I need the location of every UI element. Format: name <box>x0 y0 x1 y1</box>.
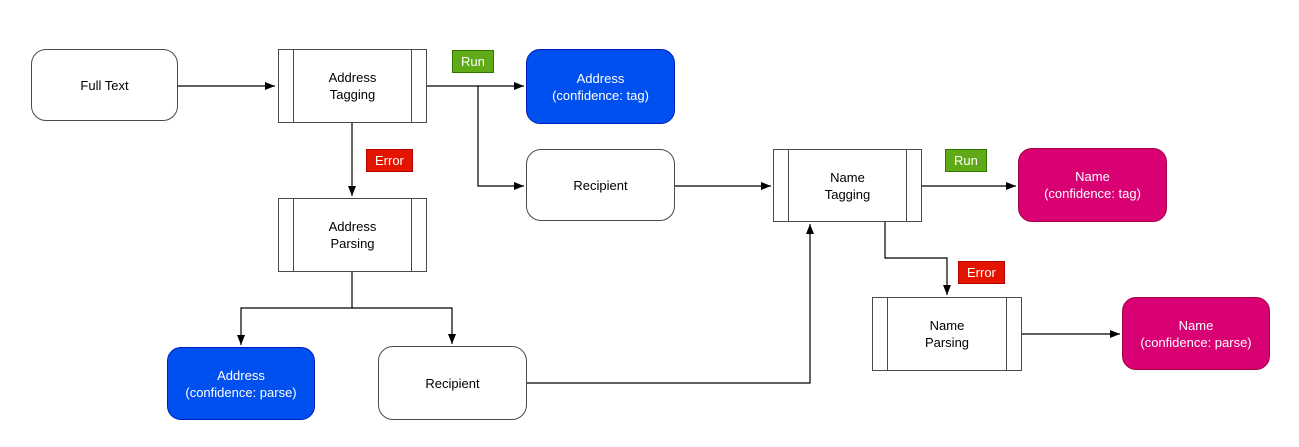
node-label: Tagging <box>824 186 871 202</box>
edge-label-text: Error <box>967 265 996 280</box>
subprocess-bar-right <box>1006 298 1007 370</box>
subprocess-bar-left <box>293 50 294 122</box>
edge-label-error-name: Error <box>958 261 1005 284</box>
node-address-parsing: Address Parsing <box>278 198 427 272</box>
edge-addressparsing-to-recipientbottom <box>352 307 456 344</box>
node-label: (confidence: parse) <box>185 384 297 400</box>
node-label: Address <box>328 70 377 85</box>
node-address-confidence-tag: Address (confidence: tag) <box>526 49 675 124</box>
node-label: Tagging <box>329 87 376 102</box>
node-name-confidence-parse: Name (confidence: parse) <box>1122 297 1270 370</box>
node-label: Name <box>929 318 965 333</box>
edge-label-error-address: Error <box>366 149 413 172</box>
subprocess-bar-right <box>906 150 907 221</box>
node-recipient-bottom: Recipient <box>378 346 527 420</box>
node-recipient-top: Recipient <box>526 149 675 221</box>
node-label: Recipient <box>573 177 628 193</box>
subprocess-bar-right <box>411 199 412 271</box>
node-name-parsing: Name Parsing <box>872 297 1022 371</box>
edge-label-run-address: Run <box>452 50 494 73</box>
node-label: Address <box>217 367 265 383</box>
node-label: Parsing <box>924 335 970 350</box>
node-address-confidence-parse: Address (confidence: parse) <box>167 347 315 420</box>
node-label: Name <box>1075 169 1110 184</box>
edge-label-run-name: Run <box>945 149 987 172</box>
edge-label-text: Run <box>954 153 978 168</box>
node-name-confidence-tag: Name (confidence: tag) <box>1018 148 1167 222</box>
node-label: Recipient <box>425 375 480 391</box>
node-full-text: Full Text <box>31 49 178 121</box>
edge-recipientbottom-to-nametagging <box>527 224 814 384</box>
node-label: Parsing <box>330 236 375 251</box>
node-label: Name <box>830 169 865 185</box>
node-address-tagging: Address Tagging <box>278 49 427 123</box>
edge-label-text: Run <box>461 54 485 69</box>
edge-addressparsing-to-addressconfparse <box>237 272 353 345</box>
subprocess-bar-right <box>411 50 412 122</box>
node-label: (confidence: parse) <box>1140 334 1252 350</box>
subprocess-bar-left <box>788 150 789 221</box>
node-label: (confidence: tag) <box>1044 186 1141 201</box>
subprocess-bar-left <box>293 199 294 271</box>
node-label: Name <box>1178 317 1214 333</box>
edge-label-text: Error <box>375 153 404 168</box>
edge-addresstagging-to-recipienttop <box>477 86 524 190</box>
edge-nametagging-to-nameparsing <box>884 222 951 295</box>
node-name-tagging: Name Tagging <box>773 149 922 222</box>
node-label: (confidence: tag) <box>552 87 649 103</box>
node-label: Address <box>576 70 625 86</box>
subprocess-bar-left <box>887 298 888 370</box>
node-label: Full Text <box>80 77 129 93</box>
node-label: Address <box>328 219 377 234</box>
